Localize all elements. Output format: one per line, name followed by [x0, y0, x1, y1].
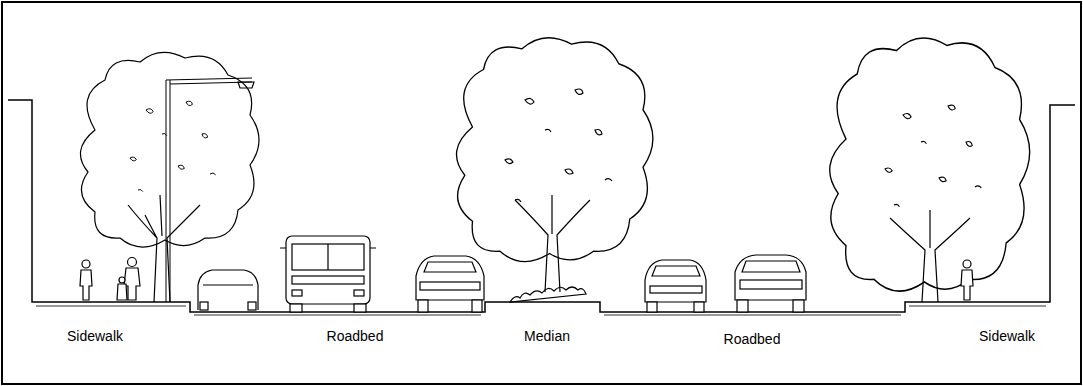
section-label: Roadbed: [724, 331, 781, 347]
tree: [457, 38, 653, 302]
section-label: Roadbed: [327, 328, 384, 344]
section-label: Sidewalk: [979, 328, 1035, 344]
tree: [80, 52, 259, 302]
bus: [280, 236, 376, 312]
section-label: Sidewalk: [67, 328, 123, 344]
shrub: [510, 287, 586, 302]
ground-line: [8, 100, 1075, 312]
car: [198, 270, 258, 310]
car: [645, 260, 706, 312]
section-label: Median: [524, 328, 570, 344]
light-pole: [166, 78, 254, 302]
tree: [830, 38, 1030, 302]
car: [416, 256, 484, 312]
truck: [735, 255, 806, 312]
curb-line: [36, 306, 1046, 315]
